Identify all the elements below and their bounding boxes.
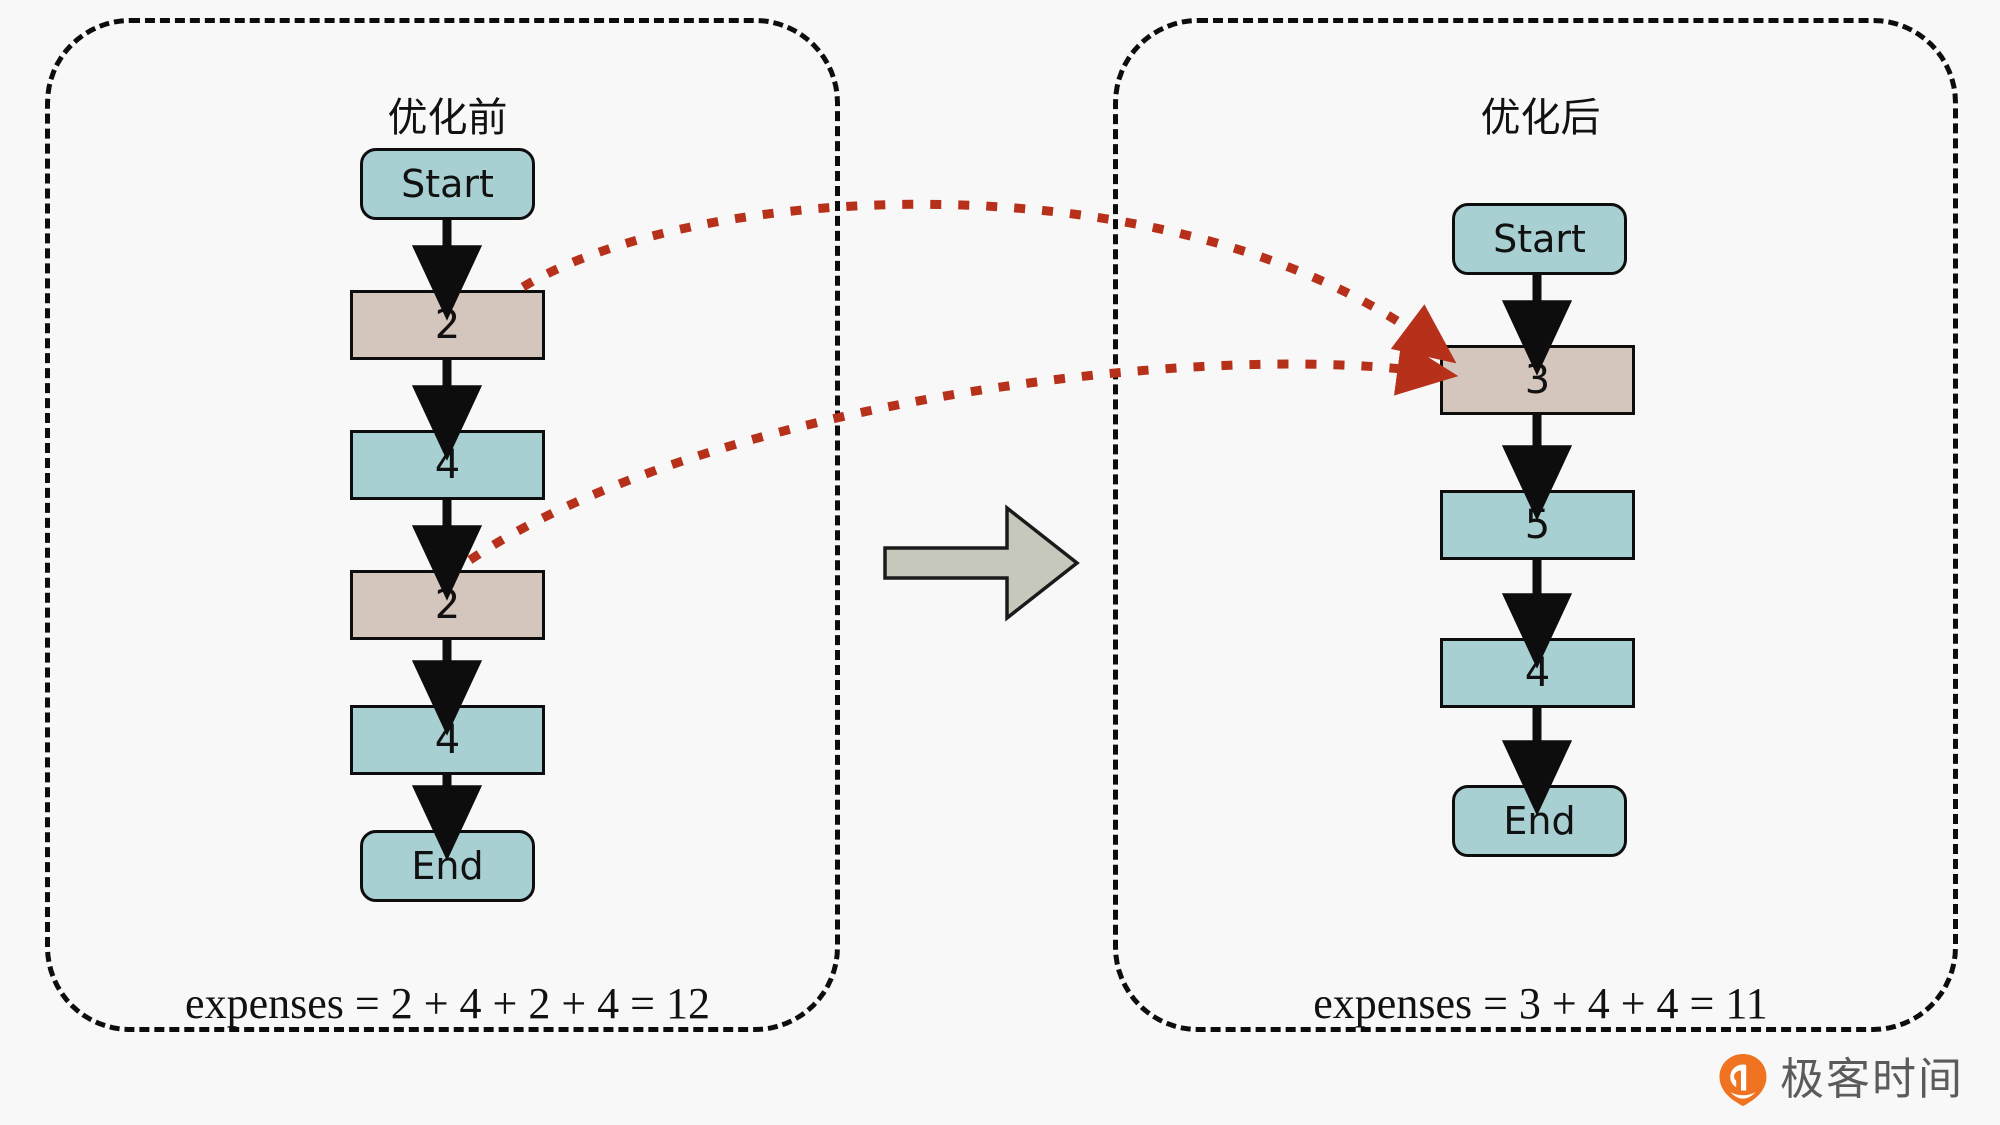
watermark-geektime: 极客时间 [1718,1053,1964,1107]
watermark-text: 极客时间 [1780,1054,1964,1105]
node-after-2: 5 [1440,490,1635,560]
node-before-1: 2 [350,290,545,360]
node-after-1: 3 [1440,345,1635,415]
panel-before-title: 优化前 [387,95,508,141]
node-before-start: Start [360,148,535,220]
node-before-end: End [360,830,535,902]
node-before-3: 2 [350,570,545,640]
node-before-4: 4 [350,705,545,775]
geektime-logo-icon [1719,1054,1767,1106]
panel-before-expenses-label: expenses = 2 + 4 + 2 + 4 = 12 [185,979,710,1028]
node-after-start: Start [1452,203,1627,275]
transform-arrow-icon [883,504,1080,622]
node-before-2: 4 [350,430,545,500]
node-after-end: End [1452,785,1627,857]
panel-after-expenses-label: expenses = 3 + 4 + 4 = 11 [1313,979,1768,1028]
panel-after-title: 优化后 [1480,95,1601,141]
node-after-3: 4 [1440,638,1635,708]
